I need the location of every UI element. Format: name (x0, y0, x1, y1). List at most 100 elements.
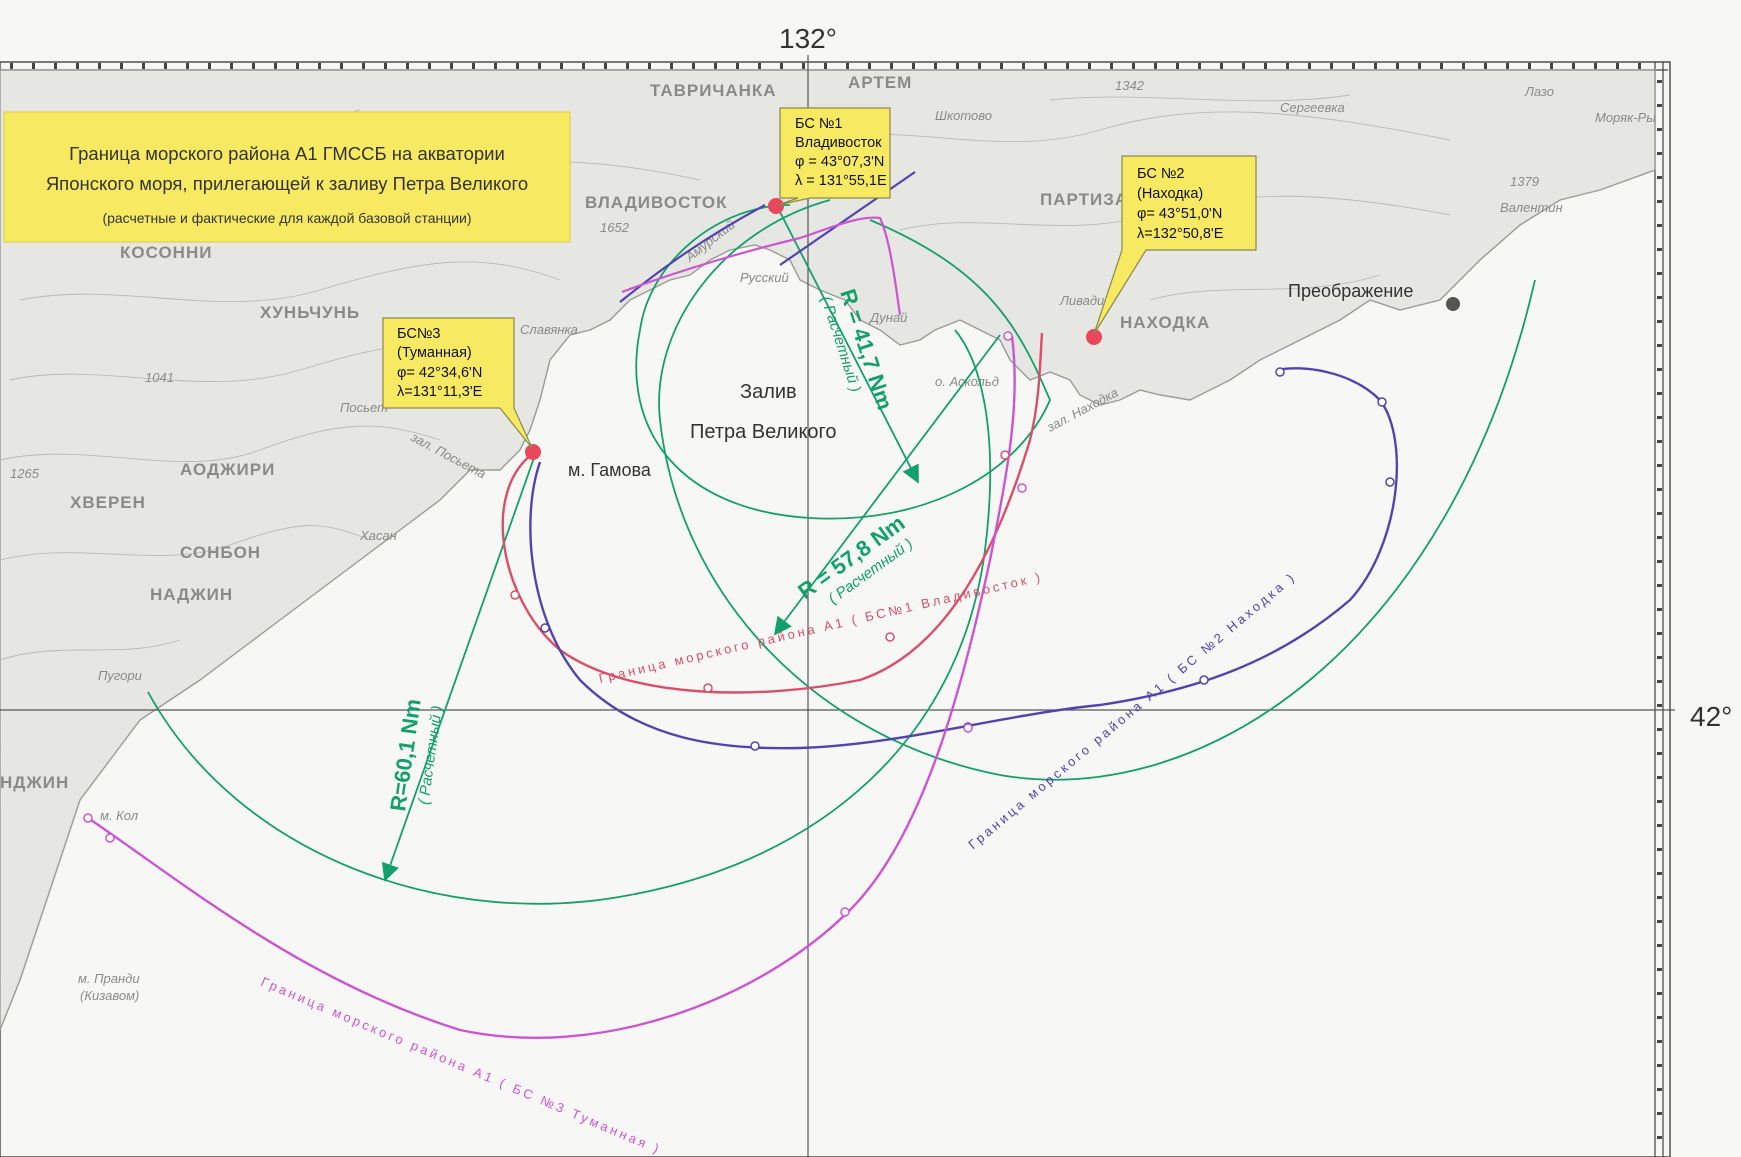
frame-tick (758, 63, 761, 69)
callout-bs3-line1: БС№3 (397, 326, 440, 342)
frame-tick (1638, 63, 1641, 69)
place-putyatin: о. Аскольд (935, 374, 999, 389)
frame-tick (648, 63, 651, 69)
callout-bs1-line1: БС №1 (795, 116, 842, 132)
frame-tick (1418, 63, 1421, 69)
frame-tick (120, 63, 123, 69)
frame-tick (1657, 344, 1662, 347)
frame-tick (98, 63, 101, 69)
frame-tick (1528, 63, 1531, 69)
boundary-marker (1385, 477, 1395, 487)
frame-tick (1657, 152, 1662, 155)
frame-tick (890, 63, 893, 69)
frame-tick (208, 63, 211, 69)
place-nadzhin: НАДЖИН (150, 585, 233, 604)
frame-tick (230, 63, 233, 69)
frame-tick (1657, 608, 1662, 611)
frame-tick (1220, 63, 1223, 69)
place-kol: м. Кол (100, 808, 139, 823)
circle-bs3 (147, 329, 992, 905)
frame-tick (1657, 752, 1662, 755)
gulf-label-line1: Залив (740, 381, 797, 403)
label-boundary-tumannaya: Граница морского района А1 ( БС №3 Туман… (259, 974, 664, 1157)
place-num-1342: 1342 (1115, 78, 1145, 93)
place-shkotovo: Шкотово (935, 108, 992, 123)
frame-tick (406, 63, 409, 69)
frame-tick (1657, 824, 1662, 827)
parallel-label: 42° (1690, 701, 1732, 732)
place-hveren: ХВЕРЕН (70, 493, 146, 512)
boundary-marker (83, 813, 93, 823)
boundary-marker (1000, 450, 1010, 460)
frame-tick (846, 63, 849, 69)
station-dot-bs3 (525, 444, 541, 460)
frame-tick (1374, 63, 1377, 69)
place-hunchun: ХУНЬЧУНЬ (260, 303, 360, 322)
frame-tick (1657, 224, 1662, 227)
frame-tick (692, 63, 695, 69)
frame-tick (1657, 632, 1662, 635)
frame-tick (1657, 368, 1662, 371)
callout-bs3-line2: (Туманная) (397, 345, 472, 361)
radius-arrows (381, 211, 1001, 882)
frame-tick (1657, 1040, 1662, 1043)
place-livadiya: Ливадия (1059, 293, 1111, 308)
callout-bs1: БС №1 Владивосток φ = 43°07,3'N λ = 131°… (777, 107, 891, 206)
station-dot-bs2 (1086, 329, 1102, 345)
boundary-marker (840, 907, 850, 917)
boundary-nakhodka (529, 367, 1399, 750)
callout-bs1-line2: Владивосток (795, 135, 882, 151)
frame-tick (1657, 560, 1662, 563)
gulf-label-line2: Петра Великого (690, 421, 837, 443)
frame-tick (560, 63, 563, 69)
frame-tick (868, 63, 871, 69)
place-artem: АРТЕМ (848, 73, 912, 92)
frame-tick (1657, 1088, 1662, 1091)
frame-tick (1550, 63, 1553, 69)
place-partizansk: ПАРТИЗА (1040, 190, 1128, 209)
frame-tick (472, 63, 475, 69)
boundary-vladivostok (501, 332, 1044, 694)
frame-tick (1657, 680, 1662, 683)
circle-bs2 (659, 279, 1536, 781)
frame-tick (384, 63, 387, 69)
frame-tick (76, 63, 79, 69)
frame-tick (1000, 63, 1003, 69)
frame-tick (1154, 63, 1157, 69)
frame-tick (1616, 63, 1619, 69)
frame-tick (1242, 63, 1245, 69)
place-tavrichanka: ТАВРИЧАНКА (650, 81, 777, 100)
boundary-marker (1017, 483, 1027, 493)
frame-tick (1657, 920, 1662, 923)
land-mass (0, 69, 1656, 1031)
frame-tick (1657, 488, 1662, 491)
frame-tick (1657, 872, 1662, 875)
frame-tick (604, 63, 607, 69)
frame-tick (1657, 1136, 1662, 1139)
place-moryak: Моряк-Ры (1595, 110, 1656, 125)
radius-label-r3: R=60,1 Nm ( Расчетный ) (385, 697, 446, 813)
callout-bs3: БС№3 (Туманная) φ= 42°34,6'N λ=131°11,3'… (382, 317, 533, 449)
frame-tick (1330, 63, 1333, 69)
frame-tick (252, 63, 255, 69)
meridian-label: 132° (779, 23, 837, 54)
boundary-marker (750, 741, 760, 751)
circle-bs2-upper (658, 199, 831, 421)
frame-tick (1286, 63, 1289, 69)
frame-tick (1088, 63, 1091, 69)
title-line2: Японского моря, прилегающей к заливу Пет… (46, 173, 528, 194)
frame-tick (362, 63, 365, 69)
frame-tick (1657, 392, 1662, 395)
frame-tick (670, 63, 673, 69)
frame-tick (1657, 464, 1662, 467)
boundary-marker (963, 723, 973, 733)
frame-tick (1657, 416, 1662, 419)
frame-tick (538, 63, 541, 69)
boundary-marker (105, 833, 115, 843)
frame-tick (1657, 104, 1662, 107)
frame-tick (1657, 704, 1662, 707)
place-dunay: Дунай (868, 310, 907, 325)
calculated-coverage-circles (147, 199, 1536, 905)
frame-tick (1657, 848, 1662, 851)
